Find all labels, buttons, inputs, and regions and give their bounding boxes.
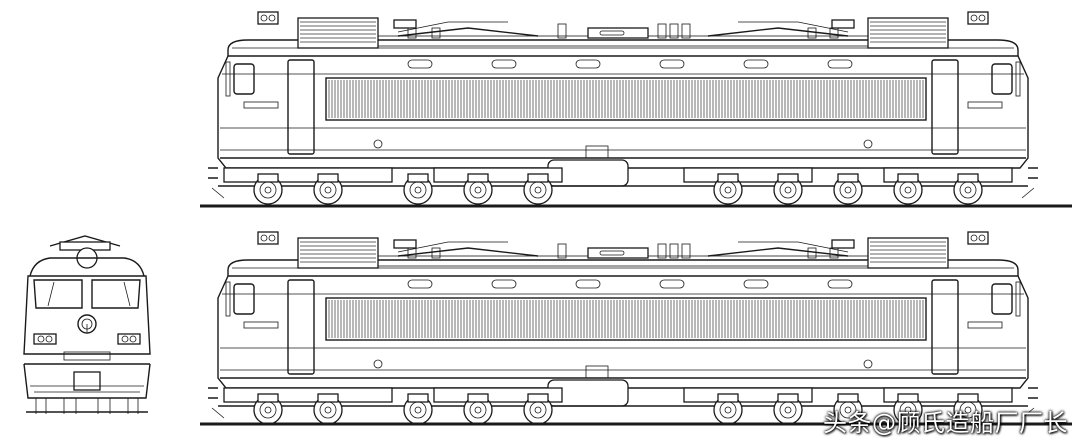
front-view (23, 235, 151, 414)
side-view-upper (208, 12, 1038, 204)
side-view-lower (208, 232, 1038, 424)
watermark-text: 头条@顾氏造船厂厂长 (823, 409, 1068, 437)
